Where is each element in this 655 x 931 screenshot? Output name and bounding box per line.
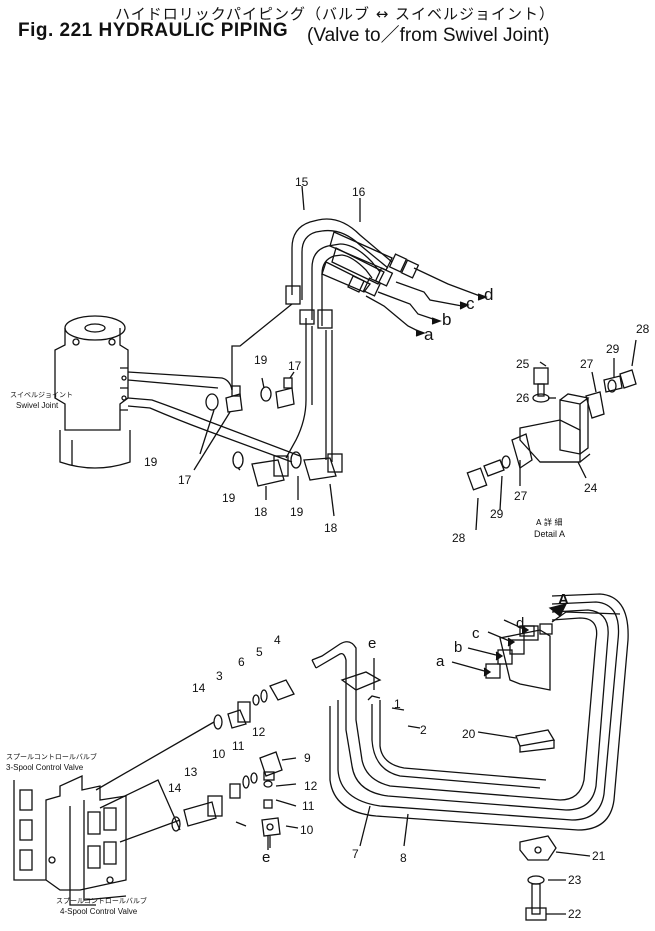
label-27b: 27 xyxy=(514,489,528,503)
label-23: 23 xyxy=(568,873,582,887)
port-e-mid: e xyxy=(368,635,376,652)
port-c-bot: c xyxy=(472,625,480,642)
manifold-a xyxy=(485,611,621,691)
label-17b: 17 xyxy=(178,473,192,487)
label-19b: 19 xyxy=(144,455,158,469)
label-25: 25 xyxy=(516,357,530,371)
port-a-bot: a xyxy=(436,653,445,670)
spool-control-valves xyxy=(13,774,127,906)
label-29b: 29 xyxy=(490,507,504,521)
label-27a: 27 xyxy=(580,357,594,371)
swivel-joint xyxy=(54,315,131,469)
spool4-label-en: 4-Spool Control Valve xyxy=(60,907,138,916)
label-3: 3 xyxy=(216,669,223,683)
label-19a: 19 xyxy=(254,353,268,367)
label-13: 13 xyxy=(184,765,198,779)
label-18a: 18 xyxy=(254,505,268,519)
port-d-bot: d xyxy=(516,615,524,632)
figure-subtitle: (Valve to／from Swivel Joint) xyxy=(307,25,550,46)
figure-title: Fig. 221 HYDRAULIC PIPING xyxy=(18,20,289,41)
label-14b: 14 xyxy=(168,781,182,795)
label-28b: 28 xyxy=(452,531,466,545)
label-9: 9 xyxy=(304,751,311,765)
label-17a: 17 xyxy=(288,359,302,373)
label-11b: 11 xyxy=(302,799,315,813)
port-e-bot: e xyxy=(262,849,270,866)
swivel-label-en: Swivel Joint xyxy=(16,401,59,410)
spool4-label-jp: スプールコントロールバルブ xyxy=(56,896,147,905)
label-29a: 29 xyxy=(606,342,620,356)
label-19c: 19 xyxy=(222,491,236,505)
label-15: 15 xyxy=(295,175,309,189)
label-28a: 28 xyxy=(636,322,650,336)
label-26: 26 xyxy=(516,391,530,405)
detail-a-bracket xyxy=(466,367,637,491)
label-24: 24 xyxy=(584,481,598,495)
port-a-top: a xyxy=(424,325,434,344)
label-7: 7 xyxy=(352,847,359,861)
label-19d: 19 xyxy=(290,505,304,519)
spool3-label-en: 3-Spool Control Valve xyxy=(6,763,84,772)
pipes-15-16 xyxy=(231,218,481,462)
label-14a: 14 xyxy=(192,681,206,695)
bottom-pipes xyxy=(311,593,629,831)
label-12a: 12 xyxy=(252,725,266,739)
label-5: 5 xyxy=(256,645,263,659)
port-b-top: b xyxy=(442,310,451,329)
port-d-top: d xyxy=(484,285,493,304)
label-12b: 12 xyxy=(304,779,318,793)
label-20: 20 xyxy=(462,727,476,741)
label-16: 16 xyxy=(352,185,366,199)
label-10a: 10 xyxy=(212,747,226,761)
label-21: 21 xyxy=(592,849,606,863)
label-4: 4 xyxy=(274,633,281,647)
label-6: 6 xyxy=(238,655,245,669)
title-japanese: ハイドロリックパイピング（バルブ ↔ スイベルジョイント） xyxy=(115,5,556,23)
port-c-top: c xyxy=(466,294,475,313)
arrow-a-label: A xyxy=(558,591,569,608)
label-11a: 11 xyxy=(232,739,245,753)
label-10b: 10 xyxy=(300,823,314,837)
port-b-bot: b xyxy=(454,639,462,656)
label-22: 22 xyxy=(568,907,582,921)
spool3-label-jp: スプールコントロールバルブ xyxy=(6,752,97,761)
label-18b: 18 xyxy=(324,521,338,535)
label-8: 8 xyxy=(400,851,407,865)
swivel-label-jp: スイベルジョイント xyxy=(10,391,73,399)
label-2: 2 xyxy=(420,723,427,737)
detail-label-en: Detail A xyxy=(534,529,565,539)
detail-label-jp: A 詳 細 xyxy=(536,517,563,527)
label-1: 1 xyxy=(394,697,401,711)
